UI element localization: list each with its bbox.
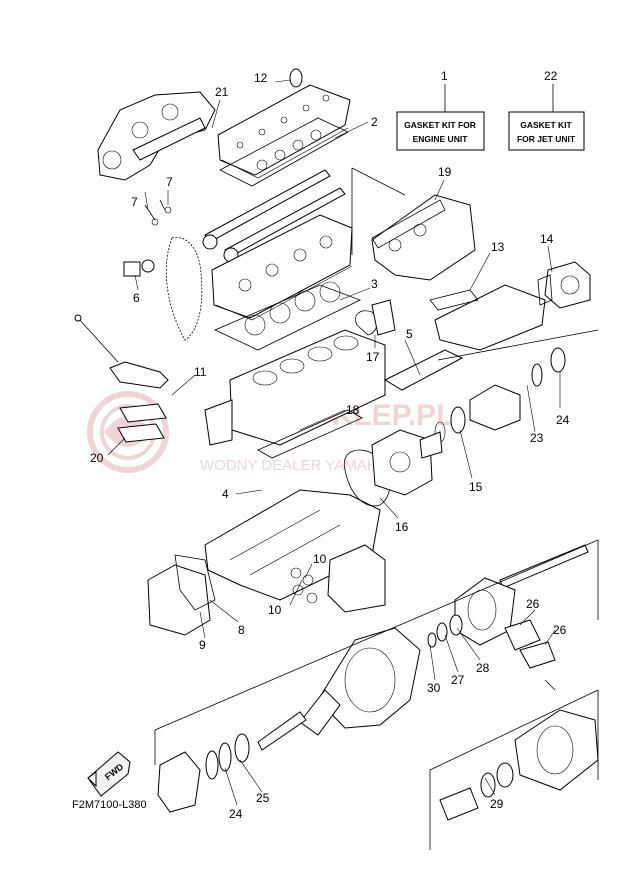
- diagram-code: F2M7100-L380: [72, 799, 147, 811]
- kit-engine-line2: ENGINE UNIT: [413, 134, 469, 144]
- callout-5: 5: [406, 327, 413, 341]
- intake-manifold: [371, 194, 476, 281]
- throttle-body: [537, 261, 591, 309]
- jet-seals: [427, 614, 463, 648]
- callout-24a: 24: [556, 413, 570, 427]
- watermark-sub: WODNY DEALER YAMAHA: [200, 457, 388, 474]
- callout-24b: 24: [229, 807, 243, 821]
- timing-chain: [165, 237, 203, 341]
- callout-26b: 26: [553, 623, 567, 637]
- callout-26a: 26: [526, 597, 540, 611]
- oil-pump: [371, 429, 433, 496]
- callout-12: 12: [254, 71, 268, 85]
- cylinder-block: [204, 329, 386, 446]
- callout-3: 3: [371, 277, 378, 291]
- callout-30: 30: [427, 681, 441, 695]
- coupler-assembly: [419, 347, 566, 459]
- duct-parts-29: [439, 762, 514, 821]
- cylinder-head-gasket: [214, 281, 362, 351]
- callout-11: 11: [194, 365, 207, 379]
- jet-group-outline: [154, 539, 599, 850]
- drive-shaft: [499, 544, 589, 589]
- cylinder-head: [211, 214, 353, 321]
- callout-1: 1: [441, 69, 448, 83]
- kit-engine-line1: GASKET KIT FOR: [404, 120, 476, 130]
- callout-10b: 10: [268, 603, 282, 617]
- kit-box-engine: GASKET KIT FOR ENGINE UNIT: [396, 84, 485, 151]
- callout-25: 25: [256, 791, 270, 805]
- callout-10a: 10: [313, 552, 327, 566]
- callout-14: 14: [540, 232, 554, 246]
- jet-pump-housing: [299, 627, 421, 736]
- camshafts: [202, 169, 346, 263]
- callout-17: 17: [366, 350, 380, 364]
- callout-27: 27: [451, 673, 465, 687]
- cylinder-head-cover: [217, 68, 351, 179]
- callouts: 1 22 2 3 4 5 6 7 7 8 9 10 10 11 12 13 14…: [90, 69, 570, 821]
- water-pump-cover: [147, 554, 216, 636]
- jet-nozzle: [514, 709, 599, 791]
- callout-20: 20: [90, 451, 104, 465]
- gasket-17: [355, 299, 396, 336]
- callout-16: 16: [395, 520, 409, 534]
- oil-separator-cover: [383, 349, 464, 391]
- kit-jet-line1: GASKET KIT: [520, 120, 572, 130]
- callout-7a: 7: [166, 175, 173, 189]
- callout-2: 2: [371, 115, 378, 129]
- callout-22: 22: [544, 69, 558, 83]
- callout-15: 15: [469, 480, 483, 494]
- tensioner-parts: [123, 199, 172, 277]
- intermediate-housing: [157, 711, 307, 813]
- callout-8: 8: [238, 623, 245, 637]
- dipstick: [74, 314, 169, 389]
- callout-19: 19: [438, 165, 452, 179]
- bracket-26: [504, 619, 556, 691]
- callout-18: 18: [346, 403, 360, 417]
- exhaust-manifold: [97, 91, 216, 181]
- cooler-assembly: [429, 284, 546, 351]
- gasket-18: [257, 409, 363, 459]
- engine-group-outline: [351, 167, 599, 361]
- plate-gasket-20: [117, 403, 167, 443]
- callout-29: 29: [490, 797, 504, 811]
- callout-9: 9: [199, 638, 206, 652]
- callout-6: 6: [133, 291, 140, 305]
- callout-13: 13: [491, 240, 505, 254]
- callout-23: 23: [530, 431, 544, 445]
- kit-jet-line2: FOR JET UNIT: [517, 134, 576, 144]
- kit-box-jet: GASKET KIT FOR JET UNIT: [508, 84, 585, 151]
- callout-4: 4: [222, 487, 229, 501]
- callout-28: 28: [476, 661, 490, 675]
- callout-7b: 7: [131, 195, 138, 209]
- fwd-arrow: FWD: [87, 751, 131, 797]
- callout-21: 21: [215, 85, 229, 99]
- leader-lines: [107, 79, 561, 806]
- generator-cover: [290, 544, 386, 613]
